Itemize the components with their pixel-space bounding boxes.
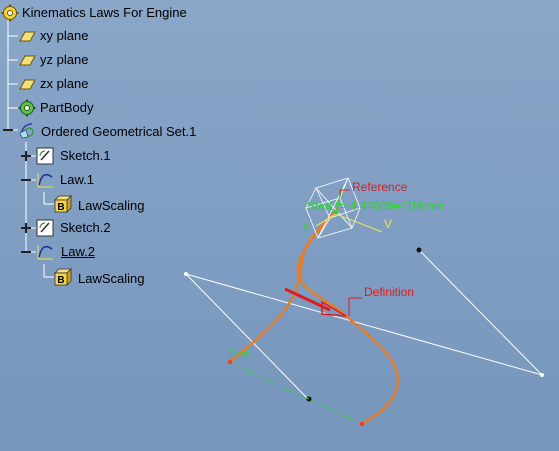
start-label: Start t=-4.44089e-016mm — [307, 199, 444, 213]
kinematic-law-curve[interactable] — [229, 207, 400, 425]
svg-text:B: B — [57, 275, 64, 286]
tree-item-label: Ordered Geometrical Set.1 — [41, 124, 197, 139]
tree-item-label: yz plane — [40, 52, 89, 67]
sketch-icon — [36, 147, 54, 165]
expand-toggle-sketch-1[interactable] — [21, 151, 31, 161]
start-point[interactable] — [333, 209, 339, 215]
product-gear-icon — [1, 4, 19, 22]
plane-icon — [19, 31, 36, 42]
construction-line-top — [185, 273, 543, 376]
collapse-toggle-law-2[interactable] — [21, 247, 31, 257]
tree-item-lawscaling-1[interactable]: B LawScaling — [54, 195, 174, 215]
definition-label: Definition — [364, 285, 414, 299]
curve-end-point[interactable] — [359, 421, 365, 427]
end-label: End — [228, 347, 249, 361]
construction-line-left — [185, 273, 308, 399]
tree-item-xy-plane[interactable]: xy plane — [18, 27, 138, 45]
definition-arrowhead — [321, 300, 347, 317]
construction-lines — [185, 249, 543, 399]
x-axis-line — [315, 213, 337, 227]
end-dashed-line — [229, 361, 363, 425]
expand-toggle-sketch-2[interactable] — [21, 223, 31, 233]
tree-item-sketch-1[interactable]: Sketch.1 — [36, 147, 156, 165]
collapse-toggle-law-1[interactable] — [21, 175, 31, 185]
reference-label: Reference — [352, 180, 408, 194]
axis-box-edge — [351, 207, 361, 229]
plane-icon — [19, 55, 36, 66]
definition-leader — [348, 297, 362, 316]
axis-box-diagonal — [317, 177, 349, 239]
construction-point-right[interactable] — [540, 373, 544, 377]
construction-point-dark-lower[interactable] — [306, 396, 312, 402]
tree-item-root[interactable]: Kinematics Laws For Engine — [0, 3, 200, 23]
lawscaling-box-icon: B — [54, 195, 72, 213]
plane-icon — [19, 79, 36, 90]
tree-item-sketch-2[interactable]: Sketch.2 — [36, 219, 156, 237]
law-icon — [37, 245, 53, 260]
tree-item-label: LawScaling — [78, 271, 145, 286]
specification-tree: Kinematics Laws For Engine xy plane yz p… — [0, 0, 230, 300]
tree-item-label: xy plane — [40, 28, 89, 43]
x-axis-label: x — [303, 219, 309, 233]
tree-item-label: PartBody — [40, 100, 94, 115]
tree-item-zx-plane[interactable]: zx plane — [18, 75, 138, 93]
tree-root-label: Kinematics Laws For Engine — [22, 5, 187, 20]
tree-item-ordered-geometrical-set[interactable]: Ordered Geometrical Set.1 — [18, 121, 218, 141]
tree-item-label: LawScaling — [78, 198, 145, 213]
axis-box-diagonal — [315, 187, 353, 229]
reference-leader — [339, 189, 350, 196]
tree-item-label: Law.1 — [60, 172, 94, 187]
tree-item-law-2[interactable]: Law.2 — [36, 243, 156, 261]
geometrical-set-icon — [19, 123, 34, 139]
axis-box-edge — [305, 187, 317, 209]
tree-item-label: Sketch.1 — [60, 148, 111, 163]
construction-point-left[interactable] — [184, 272, 188, 276]
law-icon — [37, 173, 53, 188]
reference-axis-system[interactable] — [305, 177, 361, 239]
svg-text:B: B — [57, 202, 64, 213]
construction-point-dark-upper[interactable] — [416, 247, 422, 253]
v-axis-line — [335, 213, 383, 233]
tree-item-lawscaling-2[interactable]: B LawScaling — [54, 268, 174, 288]
tree-item-label: Sketch.2 — [60, 220, 111, 235]
tree-item-law-1[interactable]: Law.1 — [36, 171, 156, 189]
tree-item-label: Law.2 — [61, 244, 95, 259]
tree-item-yz-plane[interactable]: yz plane — [18, 51, 138, 69]
lawscaling-box-icon: B — [54, 268, 72, 286]
tree-item-partbody[interactable]: PartBody — [18, 99, 138, 117]
sketch-icon — [36, 219, 54, 237]
collapse-toggle-ordered-set[interactable] — [3, 125, 13, 135]
construction-line-right — [418, 249, 543, 376]
tree-item-label: zx plane — [40, 76, 89, 91]
end-point[interactable] — [227, 359, 233, 365]
partbody-gear-icon — [18, 99, 36, 117]
v-axis-label: V — [384, 217, 392, 231]
normal-axis-line — [335, 185, 343, 215]
